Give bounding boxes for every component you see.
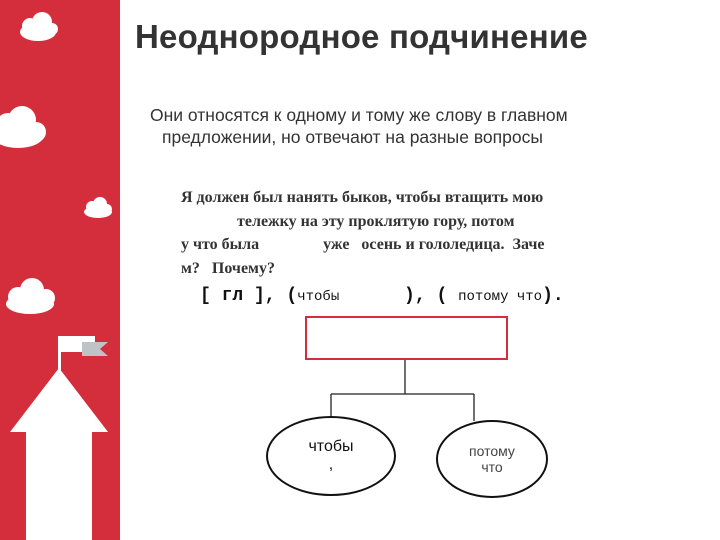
subtitle-line-2: предложении, но отвечают на разные вопро… [162,127,543,147]
slide-subtitle: Они относятся к одному и тому же слову в… [150,104,568,148]
scheme-close: ). [542,286,564,306]
ellipse-label: потому [469,443,515,459]
example-sentence: Я должен был нанять быков, чтобы втащить… [181,186,681,280]
scheme-separator: ), ( [339,286,459,306]
sidebar-illustration [0,12,112,540]
sentence-line: у что была уже осень и гололедица. Заче [181,236,545,253]
cloud-icon [84,197,112,218]
subtitle-line-1: Они относятся к одному и тому же слову в… [150,105,568,125]
sentence-line: Я должен был нанять быков, чтобы втащить… [181,189,544,206]
scheme-main-clause: [ гл ], ( [200,286,298,306]
subordinate-clause-chtoby: чтобы , [266,416,396,496]
ellipse-comma: , [328,456,334,473]
sentence-line: м? Почему? [181,259,275,277]
slide-title: Неоднородное подчинение [135,18,588,55]
cloud-icon [6,278,55,314]
scheme-word-potomu-chto: потому что [458,289,543,305]
cloud-icon [20,12,58,41]
scheme-word-chtoby: чтобы [297,289,340,305]
castle-tower-icon [10,368,108,540]
decorative-sidebar [0,0,120,540]
main-clause-box [305,316,508,360]
flag-icon [58,336,108,370]
subordinate-clause-potomu-chto: потому что [436,420,548,498]
sentence-scheme: [ гл ], (чтобы ), ( потому что). [200,286,564,306]
ellipse-label: чтобы [308,438,354,455]
ellipse-label: что [481,459,503,475]
cloud-icon [0,106,46,148]
sentence-line: тележку на эту проклятую гору, потом [181,212,515,230]
